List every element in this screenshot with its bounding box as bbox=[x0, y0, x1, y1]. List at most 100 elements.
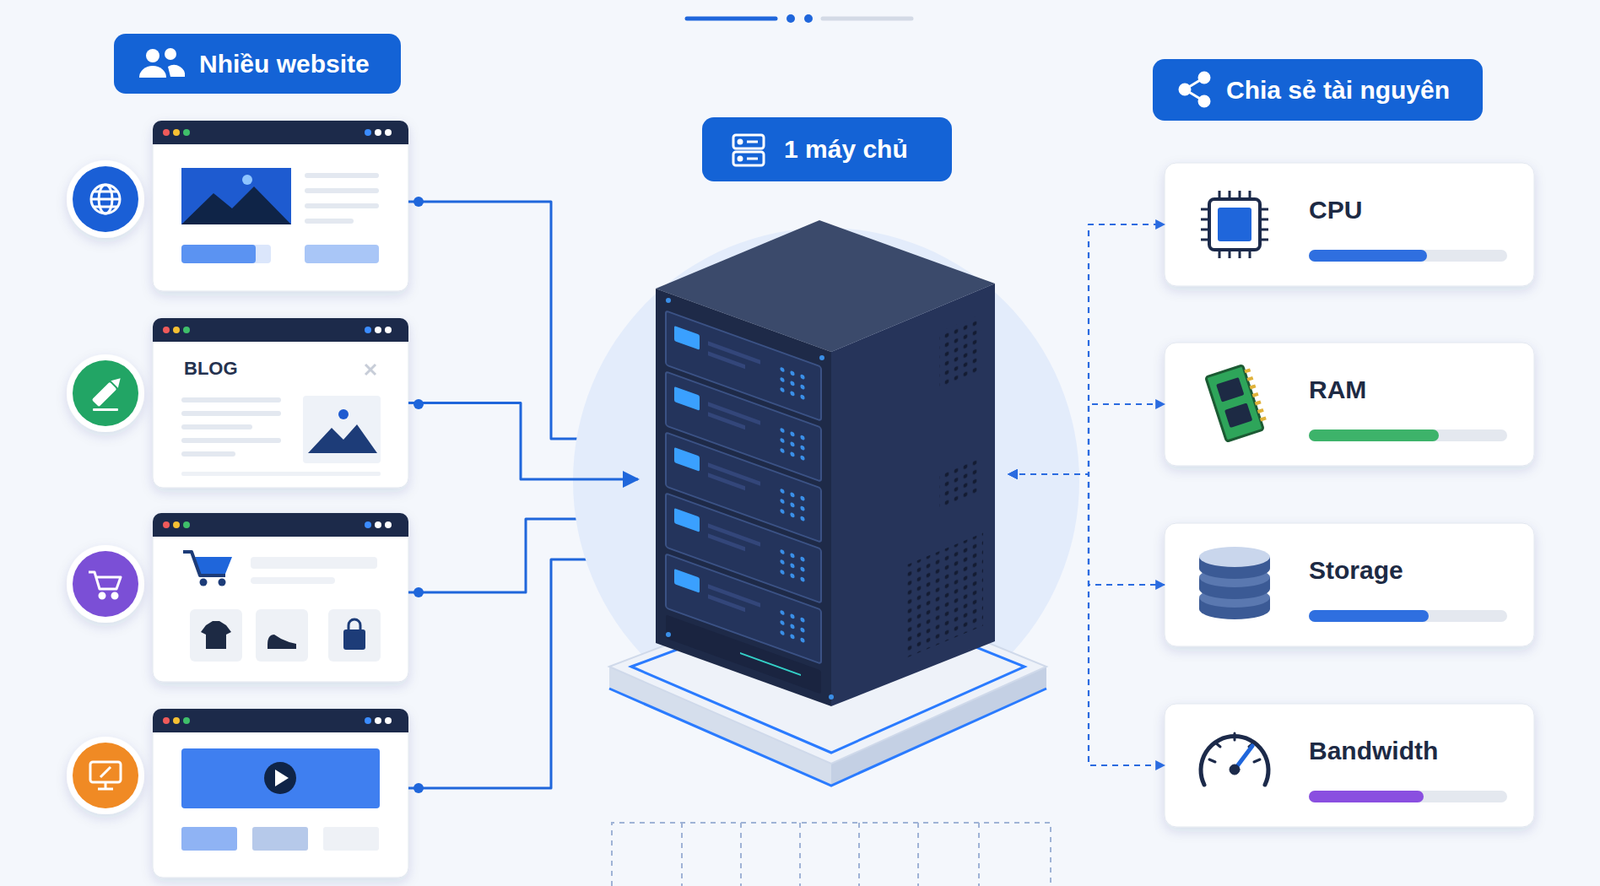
website-card bbox=[162, 521, 170, 529]
category-icons bbox=[72, 742, 139, 809]
ram-icon bbox=[1216, 377, 1244, 403]
server-icon bbox=[746, 140, 758, 144]
server-icon bbox=[733, 135, 764, 149]
progress-indicator bbox=[786, 14, 795, 23]
server-rack bbox=[655, 288, 832, 707]
website-card bbox=[308, 424, 378, 454]
website-card bbox=[181, 397, 282, 403]
category-icons bbox=[91, 374, 125, 411]
category-icons bbox=[66, 160, 145, 238]
bandwidth-gauge bbox=[1229, 764, 1240, 775]
category-icons bbox=[66, 545, 145, 623]
website-card bbox=[343, 629, 366, 650]
website-card bbox=[384, 129, 392, 136]
website-card bbox=[364, 326, 372, 334]
category-icons bbox=[91, 184, 120, 214]
website-card bbox=[183, 326, 190, 334]
server-rack bbox=[819, 355, 825, 361]
website-card bbox=[181, 471, 381, 476]
website-card: BLOG bbox=[152, 318, 409, 488]
people-icon bbox=[139, 65, 167, 78]
category-icons bbox=[66, 354, 145, 433]
website-connector bbox=[408, 403, 638, 481]
website-card bbox=[365, 364, 376, 375]
usage-bar bbox=[1308, 790, 1508, 803]
website-card bbox=[304, 188, 379, 194]
progress-indicator bbox=[686, 16, 776, 22]
dashed-base-lines bbox=[681, 822, 979, 886]
category-icons bbox=[72, 360, 139, 427]
server-rack bbox=[939, 313, 982, 391]
website-card bbox=[181, 437, 282, 444]
resource-card: RAM bbox=[1164, 342, 1535, 466]
website-card bbox=[152, 120, 409, 145]
category-icons bbox=[93, 190, 118, 194]
website-card bbox=[374, 326, 382, 334]
resource-card bbox=[1164, 162, 1535, 828]
share-icon bbox=[1199, 96, 1210, 107]
connector-dot bbox=[413, 783, 424, 794]
resource-card: Storage bbox=[1164, 523, 1535, 647]
server-rack bbox=[939, 457, 982, 509]
share-icon bbox=[1179, 84, 1190, 95]
website-card bbox=[181, 424, 253, 430]
website-card bbox=[181, 186, 292, 225]
connector-dot bbox=[413, 587, 424, 598]
resource-card bbox=[1164, 162, 1535, 287]
website-card bbox=[152, 318, 409, 342]
website-card bbox=[304, 244, 379, 264]
website-card bbox=[162, 326, 170, 334]
website-card bbox=[364, 717, 372, 725]
server-rack bbox=[665, 297, 671, 303]
progress-indicator bbox=[822, 16, 912, 22]
website-card bbox=[152, 120, 409, 292]
connector-dot bbox=[413, 196, 424, 794]
website-card bbox=[323, 827, 379, 851]
category-icons bbox=[97, 788, 114, 791]
website-card bbox=[384, 717, 392, 725]
website-card bbox=[152, 318, 409, 488]
server-rack bbox=[907, 313, 984, 658]
website-card bbox=[152, 513, 409, 682]
server-rack bbox=[831, 283, 995, 707]
category-icons bbox=[91, 198, 120, 201]
website-card bbox=[181, 827, 238, 851]
website-card bbox=[374, 521, 382, 529]
website-card bbox=[181, 244, 256, 264]
server-rack bbox=[907, 532, 984, 658]
website-card bbox=[365, 364, 376, 375]
usage-bar bbox=[1308, 610, 1508, 622]
cpu-icon bbox=[1200, 190, 1269, 259]
node-label: Storage bbox=[1308, 553, 1404, 588]
category-icons bbox=[100, 767, 111, 778]
website-card bbox=[152, 708, 409, 733]
website-card bbox=[304, 172, 379, 179]
progress-indicator bbox=[804, 14, 813, 23]
category-icons bbox=[72, 166, 139, 233]
server-rack bbox=[665, 614, 822, 694]
category-icons bbox=[91, 374, 125, 407]
resource-connector bbox=[1008, 474, 1165, 766]
website-card bbox=[183, 129, 190, 136]
category-icons bbox=[91, 382, 118, 408]
website-card bbox=[338, 409, 349, 420]
cpu-icon bbox=[1209, 199, 1260, 250]
website-card bbox=[172, 326, 180, 334]
progress-indicator bbox=[686, 14, 912, 23]
storage-icon bbox=[1199, 546, 1271, 620]
heading-pills bbox=[702, 117, 952, 182]
website-card bbox=[255, 609, 309, 662]
node-label: RAM bbox=[1308, 372, 1367, 407]
website-card bbox=[200, 578, 208, 587]
server-rack bbox=[740, 653, 801, 676]
people-icon bbox=[139, 48, 185, 78]
category-icons bbox=[93, 205, 118, 209]
website-card bbox=[183, 717, 190, 725]
category-icons bbox=[66, 736, 145, 815]
website-card bbox=[384, 521, 392, 529]
website-card bbox=[275, 769, 289, 787]
website-card bbox=[374, 129, 382, 136]
server-rack bbox=[828, 694, 834, 700]
category-icons bbox=[92, 408, 119, 411]
